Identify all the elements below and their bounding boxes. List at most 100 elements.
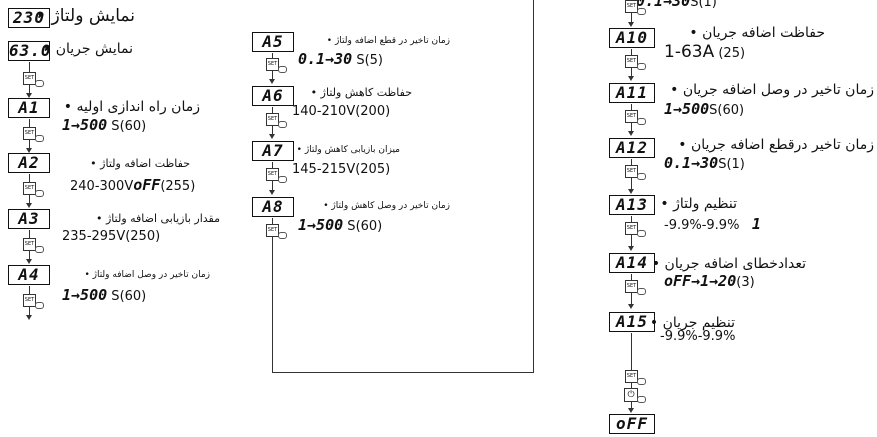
arrow-down-icon xyxy=(628,246,634,251)
param-a15: A15 xyxy=(609,312,655,332)
arrow-down-icon xyxy=(269,79,275,84)
param-a10: A10 xyxy=(609,28,655,48)
finger-icon xyxy=(35,302,44,309)
a14-label: تعدادخطای اضافه جریان • xyxy=(651,256,806,272)
finger-icon xyxy=(637,230,646,237)
a5-label: زمان تاخیر در قطع اضافه ولتاژ • xyxy=(326,36,450,46)
a8-value: 1→500 S(60) xyxy=(298,216,383,234)
arrow-down-icon xyxy=(628,304,634,309)
connector xyxy=(272,53,273,58)
current-display: 63.0 xyxy=(8,41,52,61)
arrow-down-icon xyxy=(26,93,32,98)
a6-value: 140-210V(200) xyxy=(292,104,391,119)
a3-value: 235-295V(250) xyxy=(62,229,161,244)
a12-label: زمان تاخیر درقطع اضافه جریان • xyxy=(678,137,874,153)
finger-icon xyxy=(35,135,44,142)
a2-value: 240-300VoFF(255) xyxy=(70,176,196,194)
connector xyxy=(29,250,30,260)
param-a6: A6 xyxy=(252,86,294,106)
param-a5: A5 xyxy=(252,32,294,52)
connector xyxy=(631,274,632,280)
param-a14: A14 xyxy=(609,253,655,273)
connector xyxy=(631,401,632,409)
finger-icon xyxy=(637,396,646,403)
arrow-down-icon xyxy=(628,408,634,413)
connector xyxy=(631,216,632,222)
connector xyxy=(29,194,30,204)
connector xyxy=(631,104,632,110)
connector xyxy=(631,177,632,190)
finger-icon xyxy=(637,63,646,70)
arrow-down-icon xyxy=(26,259,32,264)
param-a11: A11 xyxy=(609,83,655,103)
arrow-down-icon xyxy=(628,22,634,27)
a7-label: میزان بازیابی کاهش ولتاژ • xyxy=(296,145,400,155)
connector xyxy=(29,119,30,127)
connector xyxy=(631,333,632,370)
finger-icon xyxy=(278,121,287,128)
arrow-down-icon xyxy=(269,190,275,195)
finger-icon xyxy=(637,8,646,15)
arrow-down-icon xyxy=(628,189,634,194)
loop-line xyxy=(533,0,534,373)
connector xyxy=(631,382,632,388)
finger-icon xyxy=(637,118,646,125)
finger-icon xyxy=(278,176,287,183)
a11-value: 1→500S(60) xyxy=(664,100,745,118)
voltage-display-label: نمایش ولتاژ • xyxy=(36,6,135,26)
a2-label: حفاظت اضافه ولتاژ • xyxy=(90,157,190,170)
connector xyxy=(29,306,30,316)
finger-icon xyxy=(637,288,646,295)
connector xyxy=(272,162,273,168)
connector xyxy=(29,139,30,149)
a11-label: زمان تاخیر در وصل اضافه جریان • xyxy=(670,82,874,98)
arrow-down-icon xyxy=(26,148,32,153)
param-a3: A3 xyxy=(8,209,50,229)
connector xyxy=(29,286,30,294)
connector xyxy=(631,159,632,165)
a13-label: تنظیم ولتاژ • xyxy=(660,196,737,212)
connector xyxy=(272,218,273,224)
connector xyxy=(631,49,632,55)
connector xyxy=(29,230,30,238)
finger-icon xyxy=(35,246,44,253)
a4-value: 1→500 S(60) xyxy=(62,286,147,304)
connector xyxy=(631,234,632,247)
param-a12: A12 xyxy=(609,138,655,158)
a9-value-partial: 0.1→30S(1) xyxy=(636,0,717,10)
param-a4: A4 xyxy=(8,265,50,285)
current-display-label: نمایش جریان • xyxy=(43,41,133,57)
a1-label: زمان راه اندازی اولیه • xyxy=(63,99,200,115)
power-icon: ⏻ xyxy=(624,388,638,402)
arrow-down-icon xyxy=(628,131,634,136)
finger-icon xyxy=(637,378,646,385)
a7-value: 145-215V(205) xyxy=(292,162,391,177)
a10-value: 1-63A (25) xyxy=(664,42,746,62)
connector xyxy=(631,122,632,132)
a15-label: تنظیم جریان • xyxy=(649,315,735,331)
a13-value: -9.9%-9.9% 1 xyxy=(664,215,761,233)
a15-value: -9.9%-9.9% xyxy=(660,329,736,344)
finger-icon xyxy=(35,190,44,197)
connector xyxy=(631,12,632,25)
arrow-down-icon xyxy=(26,203,32,208)
connector xyxy=(272,70,273,80)
a10-label: حفاظت اضافه جریان • xyxy=(689,25,825,41)
connector xyxy=(29,62,30,72)
off-display: oFF xyxy=(609,414,655,434)
loop-line xyxy=(272,372,533,373)
connector xyxy=(272,125,273,135)
loop-line xyxy=(272,236,273,372)
arrow-down-icon xyxy=(269,134,275,139)
a4-label: زمان تاخیر در وصل اضافه ولتاژ • xyxy=(84,270,210,280)
param-a1: A1 xyxy=(8,98,50,118)
arrow-down-icon xyxy=(26,315,32,320)
a3-label: مقدار بازیابی اضافه ولتاژ • xyxy=(95,212,220,225)
connector xyxy=(272,180,273,191)
set-button-icon: SET xyxy=(266,113,279,126)
param-a2: A2 xyxy=(8,153,50,173)
param-a13: A13 xyxy=(609,195,655,215)
finger-icon xyxy=(278,66,287,73)
a5-value: 0.1→30 S(5) xyxy=(298,50,384,68)
finger-icon xyxy=(35,80,44,87)
